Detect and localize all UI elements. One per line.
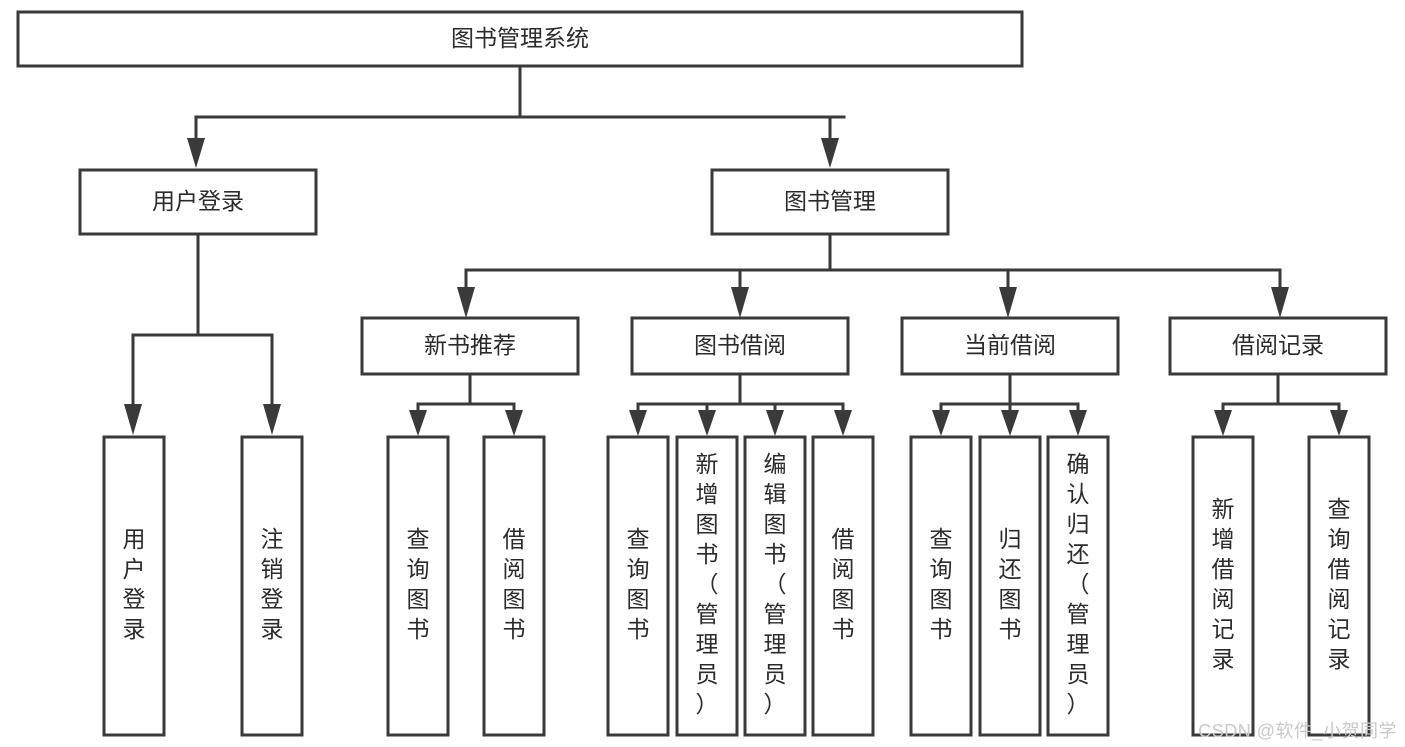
- node-book-borrow-label: 图书借阅: [694, 332, 786, 358]
- node-borrow-record[interactable]: 借阅记录: [1168, 316, 1388, 376]
- node-leaf-edit-book[interactable]: 编辑图书（管理员）: [743, 435, 807, 737]
- node-book-manage[interactable]: 图书管理: [710, 168, 950, 236]
- connector-borrowrecord-to-leaves: [1214, 372, 1348, 436]
- connector-newbookrec-to-leaves: [409, 372, 523, 436]
- node-user-login[interactable]: 用户登录: [78, 168, 318, 236]
- node-new-book-rec[interactable]: 新书推荐: [360, 316, 580, 376]
- node-leaf-borrow-book-2[interactable]: 借阅图书: [811, 435, 875, 737]
- node-leaf-user-login[interactable]: 用户登录: [102, 435, 166, 737]
- node-leaf-borrow-book-1[interactable]: 借阅图书: [482, 435, 546, 737]
- node-leaf-query-book-1-label: 查询图书: [407, 526, 430, 642]
- node-leaf-query-record-label: 查询借阅记录: [1328, 496, 1351, 672]
- node-leaf-query-record[interactable]: 查询借阅记录: [1307, 435, 1371, 737]
- node-leaf-add-book-label: 新增图书（管理员）: [696, 451, 719, 717]
- node-leaf-add-book[interactable]: 新增图书（管理员）: [675, 435, 739, 737]
- node-current-borrow-label: 当前借阅: [964, 332, 1056, 358]
- node-leaf-query-book-1[interactable]: 查询图书: [386, 435, 450, 737]
- node-leaf-return-book-label: 归还图书: [999, 526, 1022, 642]
- node-leaf-add-record[interactable]: 新增借阅记录: [1191, 435, 1255, 737]
- node-leaf-confirm-return[interactable]: 确认归还（管理员）: [1046, 435, 1110, 737]
- node-borrow-record-label: 借阅记录: [1232, 332, 1324, 358]
- node-leaf-borrow-book-1-label: 借阅图书: [503, 526, 526, 642]
- node-leaf-add-record-label: 新增借阅记录: [1212, 496, 1235, 672]
- connector-bookborrow-to-leaves: [629, 372, 852, 436]
- node-leaf-query-book-3-label: 查询图书: [930, 526, 953, 642]
- node-leaf-user-login-label: 用户登录: [123, 526, 146, 642]
- node-leaf-edit-book-label: 编辑图书（管理员）: [764, 451, 787, 717]
- node-new-book-rec-label: 新书推荐: [424, 332, 516, 358]
- node-book-borrow[interactable]: 图书借阅: [630, 316, 850, 376]
- connector-root-to-level2: [187, 64, 846, 168]
- node-leaf-query-book-2[interactable]: 查询图书: [606, 435, 670, 737]
- node-root-label: 图书管理系统: [451, 25, 589, 51]
- node-leaf-return-book[interactable]: 归还图书: [978, 435, 1042, 737]
- node-root[interactable]: 图书管理系统: [16, 10, 1024, 68]
- connector-bookmanage-to-level3: [457, 233, 1289, 318]
- connector-currentborrow-to-leaves: [932, 372, 1087, 436]
- node-leaf-logout[interactable]: 注销登录: [240, 435, 304, 737]
- node-current-borrow[interactable]: 当前借阅: [900, 316, 1120, 376]
- node-leaf-borrow-book-2-label: 借阅图书: [832, 526, 855, 642]
- node-book-manage-label: 图书管理: [784, 188, 876, 214]
- node-leaf-logout-label: 注销登录: [261, 526, 284, 642]
- csdn-watermark: CSDN @软件_小贺同学: [1198, 721, 1397, 741]
- node-leaf-confirm-return-label: 确认归还（管理员）: [1067, 451, 1090, 717]
- node-leaf-query-book-2-label: 查询图书: [627, 526, 650, 642]
- connector-userlogin-to-leaves: [124, 233, 281, 435]
- node-user-login-label: 用户登录: [152, 188, 244, 214]
- node-leaf-query-book-3[interactable]: 查询图书: [909, 435, 973, 737]
